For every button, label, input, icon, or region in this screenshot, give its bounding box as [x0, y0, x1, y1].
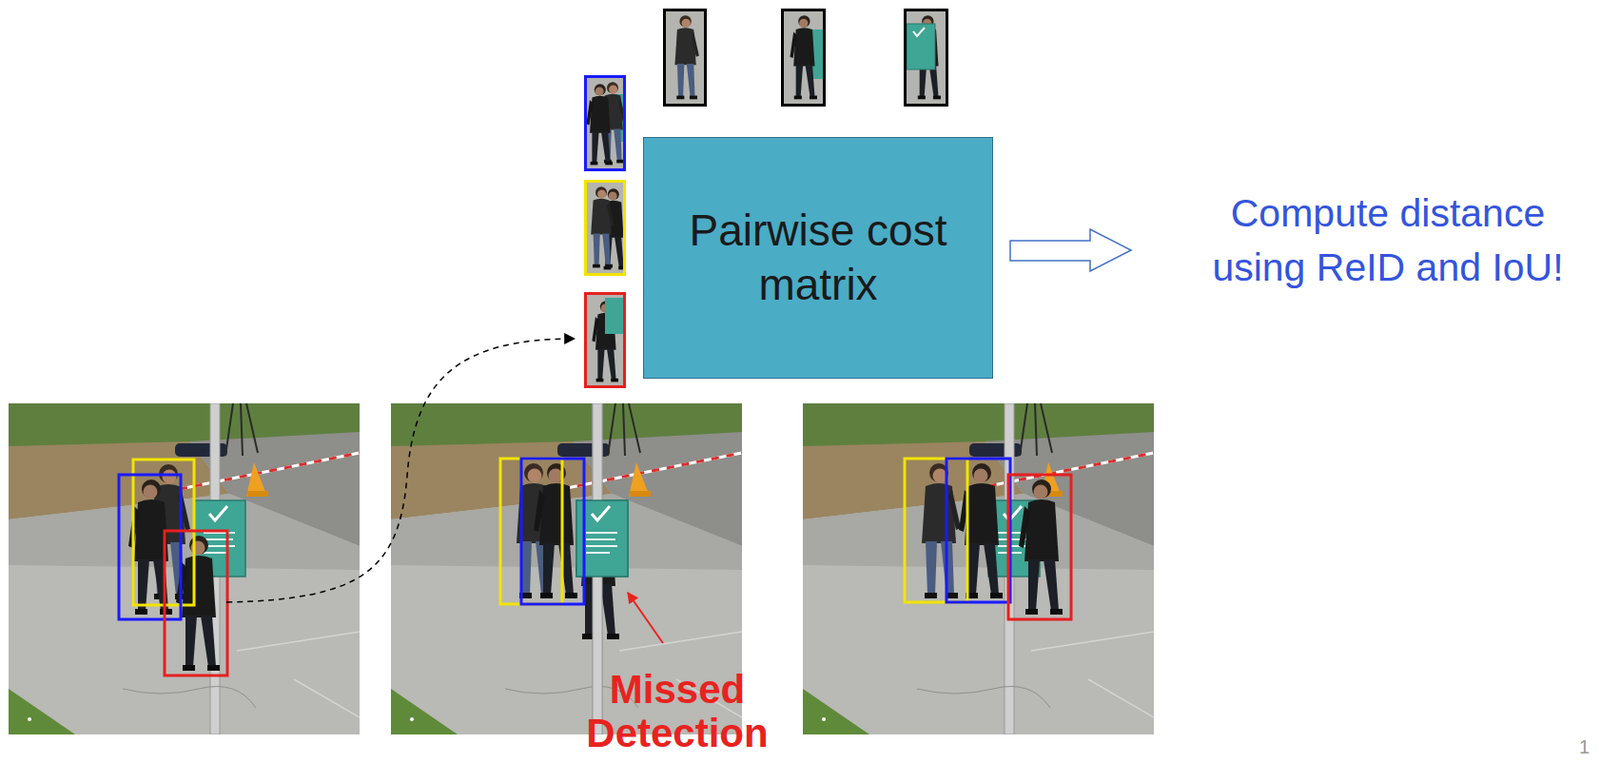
missed-detection-label: Missed Detection: [582, 667, 773, 756]
yellow-bbox: [904, 458, 968, 603]
crop-thumbnail: [584, 292, 626, 389]
crop-thumbnail: [903, 8, 949, 107]
blue-bbox: [946, 458, 1011, 603]
red-bbox: [1008, 474, 1072, 620]
hollow-arrow: [1010, 229, 1132, 272]
crop-thumbnail-part: [584, 179, 626, 276]
crop-thumbnail-part: [903, 8, 949, 107]
scene-background: [8, 403, 360, 735]
crop-thumbnail-part: [584, 75, 626, 172]
crop-thumbnail-part: [782, 10, 825, 106]
crop-thumbnail-part: [585, 83, 613, 165]
scene-frame: [8, 403, 360, 735]
crop-thumbnail-part: [585, 77, 625, 171]
pedestrian: [175, 535, 220, 671]
pedestrian: [921, 463, 961, 599]
crop-thumbnail: [584, 75, 626, 172]
crop-thumbnail-part: [585, 181, 625, 275]
crop-thumbnail-part: [906, 23, 936, 70]
dashed-association-arrow: [226, 338, 575, 603]
blue-bbox: [521, 458, 585, 605]
blue-bbox: [118, 474, 181, 620]
crop-thumbnail-part: [584, 292, 626, 389]
crop-thumbnail-part: [780, 8, 826, 107]
crop-thumbnail-part: [664, 10, 706, 106]
crop-thumbnail: [584, 179, 626, 276]
scene-frame: [802, 403, 1154, 735]
annotation-text: Compute distance using ReID and IoU!: [1188, 186, 1588, 295]
scene-background: [802, 403, 1154, 735]
red-bbox: [164, 530, 228, 676]
yellow-bbox: [500, 458, 563, 605]
pedestrian: [533, 463, 578, 599]
crop-thumbnail-part: [585, 293, 625, 388]
crop-thumbnail-part: [604, 297, 626, 334]
crop-thumbnail-part: [674, 15, 699, 99]
crop-thumbnail-part: [590, 186, 615, 268]
crop-thumbnail-part: [663, 8, 707, 107]
cost-matrix-box: Pairwise cost matrix: [643, 136, 994, 379]
pedestrian: [1018, 479, 1063, 615]
crop-thumbnail-part: [789, 15, 818, 99]
box-label: Pairwise cost matrix: [670, 203, 966, 313]
crop-thumbnail-part: [913, 27, 925, 37]
page-number: 1: [1579, 736, 1590, 758]
pedestrian: [958, 463, 1003, 599]
crop-thumbnail: [780, 8, 826, 107]
pointer-arrow: [627, 592, 664, 644]
crop-thumbnail-part: [905, 10, 948, 106]
crop-thumbnail: [663, 8, 707, 107]
